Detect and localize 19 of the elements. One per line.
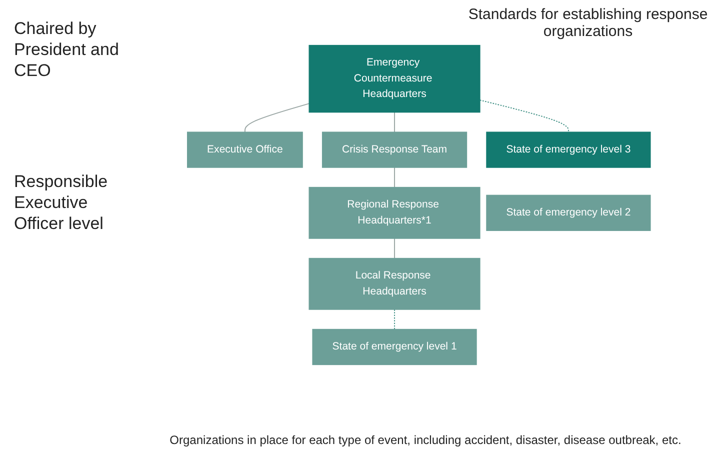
node-box [322, 132, 468, 168]
annotation-text: Chaired by President and CEO [14, 18, 120, 81]
column-heading: Standards for establishing response organizations [468, 6, 708, 40]
connector [394, 309, 396, 330]
connector [394, 112, 396, 133]
node-box [308, 186, 480, 239]
connector [394, 167, 396, 188]
node-box [312, 328, 477, 366]
connector [244, 103, 310, 133]
node-box [308, 44, 480, 113]
node-box [187, 132, 303, 168]
node-box [486, 132, 651, 168]
annotation-text: Responsible Executive Officer level [14, 171, 109, 234]
node-box [308, 258, 480, 310]
connector [479, 100, 569, 133]
node-box [486, 194, 651, 231]
note-text: Organizations in place for each type of event, including accident, disaster, disease outbreak, etc. [170, 433, 682, 447]
organization-chart: Emergency Countermeasure Headquarters Executive Office Crisis Response Team Regional Response Headquarters*1 Local Response Headquarters State of emergency level 3 State of emergency level 2 State of emergency level 1 [135, 40, 716, 370]
connector [394, 238, 396, 259]
